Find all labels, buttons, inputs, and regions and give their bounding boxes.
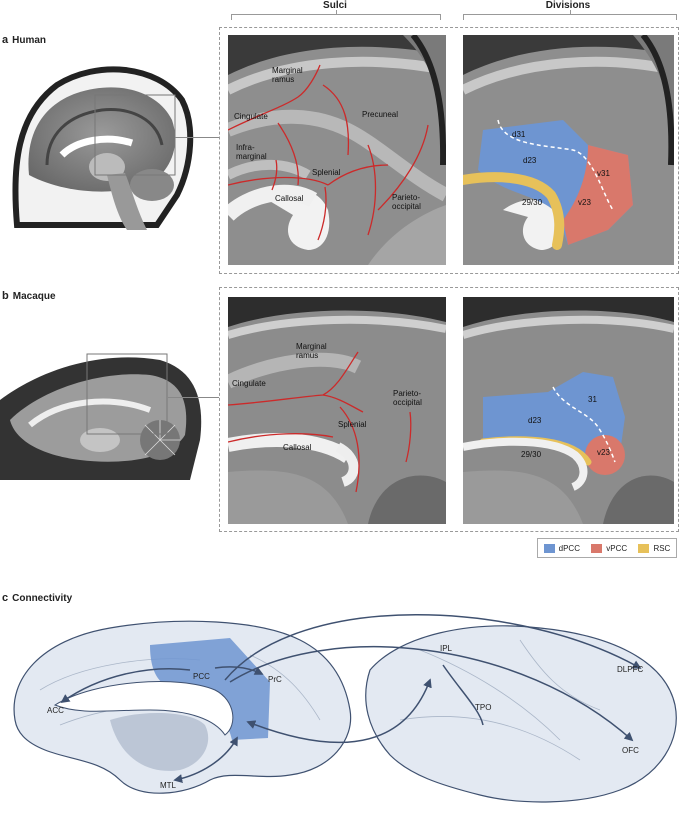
human-precuneal-label: Precuneal <box>362 110 399 119</box>
human-v23-label: v23 <box>578 198 591 207</box>
legend-label-vpcc: vPCC <box>606 543 628 553</box>
divisions-column-header: Divisions <box>545 0 591 11</box>
sulci-column-header: Sulci <box>323 0 347 11</box>
legend-swatch-dpcc <box>543 543 555 553</box>
dlpfc-label: DLPFC <box>617 665 644 674</box>
macaque-parieto-occipital-label: Parieto-occipital <box>393 389 422 407</box>
human-inframarginal-label: Infra-marginal <box>236 143 267 161</box>
panel-c-letter: c <box>2 592 9 604</box>
macaque-31-label: 31 <box>588 395 597 404</box>
macaque-cingulate-label: Cingulate <box>232 379 266 388</box>
panel-b-letter: b <box>2 290 9 302</box>
human-d31-label: d31 <box>512 130 526 139</box>
legend-label-rsc: RSC <box>653 543 671 553</box>
macaque-whole-brain-image <box>0 340 205 480</box>
human-rsc-label: 29/30 <box>522 198 543 207</box>
macaque-splenial-label: Splenial <box>338 420 367 429</box>
human-v31-label: v31 <box>597 169 610 178</box>
human-zoom-connector <box>175 137 219 138</box>
human-parieto-occipital-label: Parieto-occipital <box>392 193 421 211</box>
legend-item-vpcc: vPCC <box>591 543 628 553</box>
macaque-d23-label: d23 <box>528 416 542 425</box>
legend-item-rsc: RSC <box>638 543 671 553</box>
panel-c-title: Connectivity <box>12 593 73 604</box>
human-callosal-label: Callosal <box>275 194 304 203</box>
panel-a-letter: a <box>2 34 9 46</box>
lateral-brain-outline <box>365 625 677 803</box>
panel-a-frame <box>219 27 679 274</box>
human-d23-label: d23 <box>523 156 537 165</box>
macaque-v23-label: v23 <box>597 448 610 457</box>
macaque-zoom-connector <box>168 397 219 398</box>
macaque-callosal-label: Callosal <box>283 443 312 452</box>
acc-label: ACC <box>47 706 64 715</box>
panel-b-title: Macaque <box>12 291 56 302</box>
macaque-marginal-ramus-label: Marginal ramus <box>296 342 327 360</box>
legend-swatch-vpcc <box>591 543 603 553</box>
human-divisions-image <box>463 35 674 265</box>
human-sulci-image <box>228 35 446 265</box>
pcc-label: PCC <box>193 672 210 681</box>
legend-swatch-rsc <box>638 543 650 553</box>
ofc-label: OFC <box>622 746 639 755</box>
prc-label: PrC <box>268 675 282 684</box>
connectivity-diagram <box>0 610 685 819</box>
sulci-brace <box>231 10 441 20</box>
human-whole-brain-image <box>7 55 197 230</box>
panel-a-title: Human <box>12 35 47 46</box>
region-legend: dPCC vPCC RSC <box>537 538 677 558</box>
human-cingulate-label: Cingulate <box>234 112 268 121</box>
panel-b-frame <box>219 287 679 532</box>
human-marginal-ramus-label: Marginal ramus <box>272 66 303 84</box>
divisions-brace <box>463 10 677 20</box>
legend-item-dpcc: dPCC <box>543 543 580 553</box>
human-splenial-label: Splenial <box>312 168 341 177</box>
ipl-label: IPL <box>440 644 453 653</box>
macaque-divisions-image <box>463 297 674 524</box>
legend-label-dpcc: dPCC <box>558 543 580 553</box>
tpo-label: TPO <box>475 703 492 712</box>
macaque-rsc-label: 29/30 <box>521 450 542 459</box>
macaque-sulci-image <box>228 297 446 524</box>
mtl-label: MTL <box>160 781 176 790</box>
